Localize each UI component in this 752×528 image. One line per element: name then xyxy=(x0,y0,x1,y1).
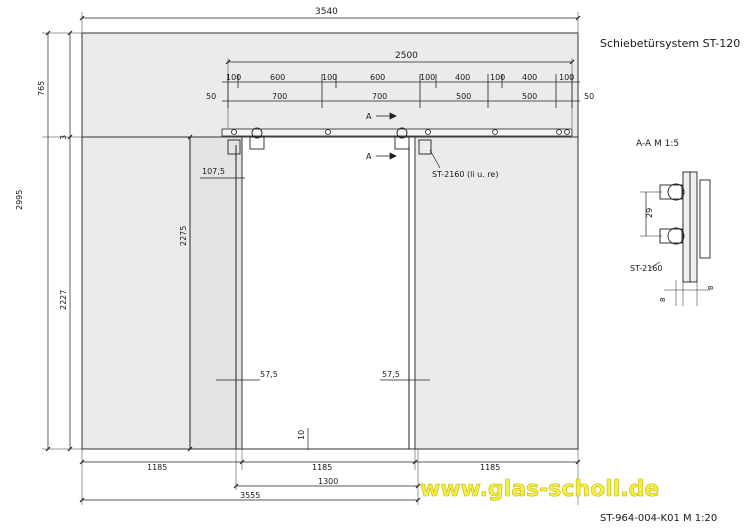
dim-overall-width: 3555 xyxy=(240,491,260,500)
system-title: Schiebetürsystem ST-120 xyxy=(600,37,740,50)
section-detail-drawing xyxy=(640,171,711,306)
dim-door-width: 1300 xyxy=(318,477,338,486)
dim-height-3: 3 xyxy=(59,135,68,140)
wall-right-panel xyxy=(414,136,579,450)
dim-offset-575-right: 57,5 xyxy=(382,370,400,379)
section-title: A-A M 1:5 xyxy=(636,139,679,149)
dim-height-765: 765 xyxy=(37,81,46,96)
dim-bottom-left: 1185 xyxy=(147,463,167,472)
drawing-number: ST-964-004-K01 M 1:20 xyxy=(600,513,717,524)
dim-top-6: 400 xyxy=(455,73,470,82)
dim-offset-575-left: 57,5 xyxy=(260,370,278,379)
dim-second-3: 700 xyxy=(372,92,387,101)
dimension-lines xyxy=(47,17,580,501)
dim-second-1: 50 xyxy=(206,92,216,101)
section-marker-top: A xyxy=(366,112,372,121)
dim-second-4: 500 xyxy=(456,92,471,101)
dim-top-2: 600 xyxy=(270,73,285,82)
dim-door-height: 2275 xyxy=(179,226,188,246)
dim-second-6: 50 xyxy=(584,92,594,101)
dim-top-5: 100 xyxy=(420,73,435,82)
section-marker-bottom: A xyxy=(366,152,372,161)
section-dim-8-left: 8 xyxy=(659,298,667,302)
roller-hanger-left xyxy=(249,127,265,150)
section-marker-arrows xyxy=(376,112,397,160)
dim-top-3: 100 xyxy=(322,73,337,82)
section-dim-8-right: 8 xyxy=(707,286,715,290)
dim-bottom-middle: 1185 xyxy=(312,463,332,472)
rail-fixings xyxy=(231,129,570,135)
dim-height-2995: 2995 xyxy=(15,190,24,210)
door-stopper xyxy=(227,139,432,155)
dim-rail-length: 2500 xyxy=(395,51,418,61)
dim-floor-gap: 10 xyxy=(297,430,306,440)
dim-top-9: 100 xyxy=(559,73,574,82)
dim-total-width: 3540 xyxy=(315,7,338,17)
section-part-label: ST-2160 xyxy=(630,264,662,273)
dim-height-2227: 2227 xyxy=(59,290,68,310)
dim-top-4: 600 xyxy=(370,73,385,82)
wall-upper-panel xyxy=(81,32,579,138)
fixed-glass-left xyxy=(189,136,243,450)
dim-top-1: 100 xyxy=(226,73,241,82)
dim-bottom-right: 1185 xyxy=(480,463,500,472)
sliding-glass-door xyxy=(241,136,416,450)
dim-top-8: 400 xyxy=(522,73,537,82)
roller-hanger-right xyxy=(394,127,410,150)
section-dim-29: 29 xyxy=(645,208,654,218)
watermark: www.glas-scholl.de xyxy=(420,477,659,502)
dim-second-2: 700 xyxy=(272,92,287,101)
spacing-ticks xyxy=(227,74,573,108)
callout-leader xyxy=(429,149,441,169)
dim-second-5: 500 xyxy=(522,92,537,101)
dim-offset-1075: 107,5 xyxy=(202,167,225,176)
tick-marks xyxy=(45,15,581,503)
part-callout: ST-2160 (li u. re) xyxy=(432,170,498,179)
dim-top-7: 100 xyxy=(490,73,505,82)
